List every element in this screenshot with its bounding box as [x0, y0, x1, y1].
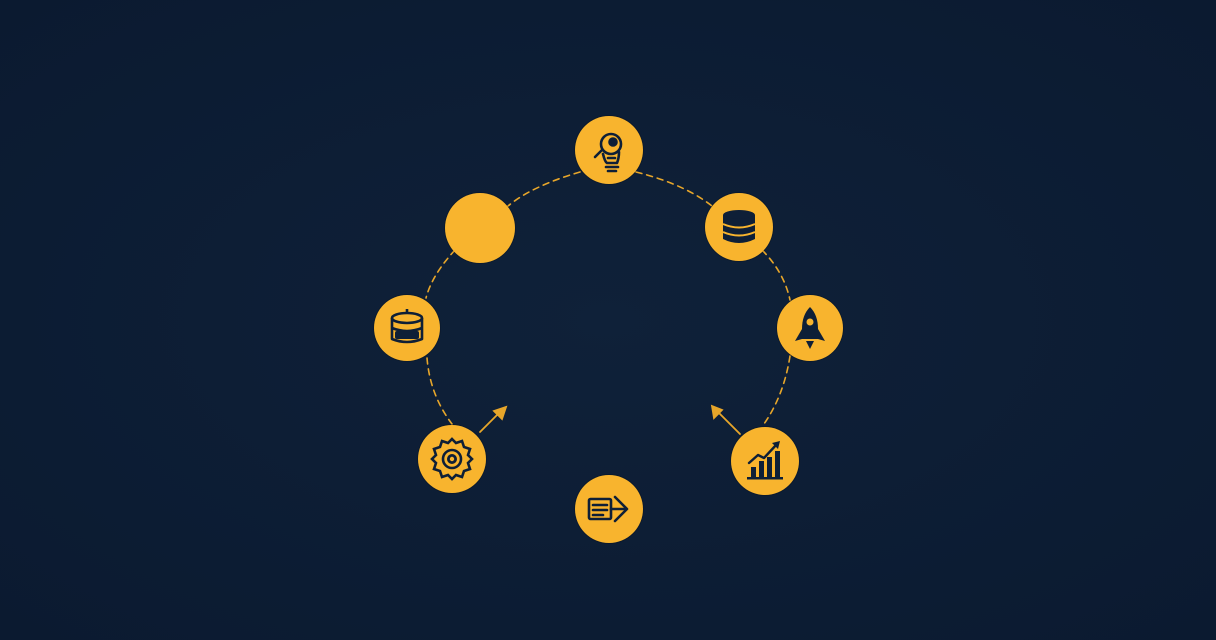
node-bottom — [575, 475, 643, 543]
connector-top-to-upper-left — [507, 171, 581, 207]
connector-upper-right-to-right — [761, 249, 791, 301]
node-upper-right — [705, 193, 773, 261]
connector-right-to-lower-right — [763, 355, 791, 425]
connector-top-to-upper-right — [635, 171, 713, 207]
arrow-lower-right-head — [710, 404, 724, 420]
node-right — [777, 295, 843, 361]
node-top — [575, 116, 643, 184]
database-icon — [722, 210, 756, 243]
rocket-icon — [795, 307, 825, 349]
node-lower-left — [418, 425, 486, 493]
arrow-lower-left-head — [492, 405, 508, 421]
storage-cylinder-icon — [390, 309, 424, 344]
node-upper-left — [445, 193, 515, 263]
gear-icon — [430, 437, 474, 481]
connector-left-to-lower-left — [426, 357, 453, 425]
document-arrow-icon — [587, 495, 629, 523]
node-lower-right — [731, 427, 799, 495]
arrow-lower-right-shaft — [717, 411, 741, 435]
lightbulb-search-icon — [593, 132, 623, 173]
arrow-lower-left-shaft — [479, 411, 501, 433]
growth-chart-icon — [747, 441, 783, 480]
node-left — [374, 295, 440, 361]
connector-upper-left-to-left — [425, 249, 456, 299]
